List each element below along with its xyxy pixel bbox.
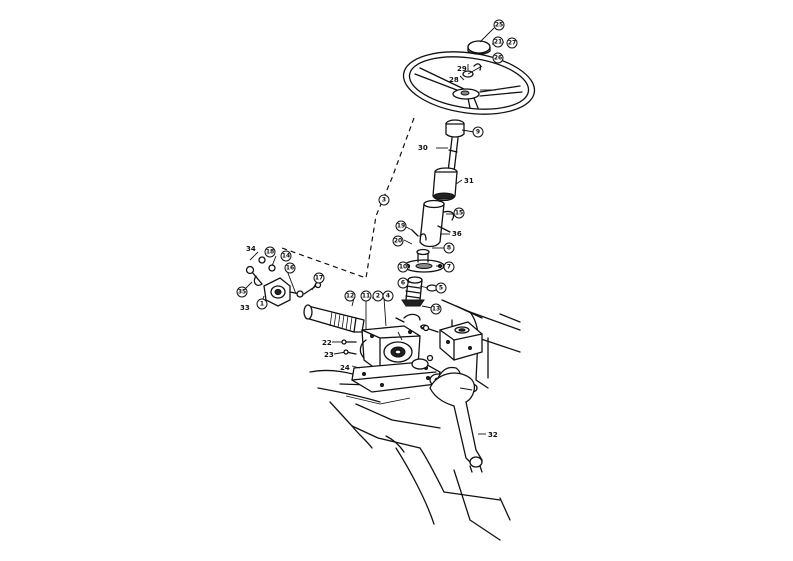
svg-text:35: 35: [238, 289, 246, 296]
label-31: 31: [464, 177, 474, 185]
column-flange: [403, 248, 445, 273]
svg-text:17: 17: [315, 275, 323, 282]
assembly-dashed-line: [281, 117, 415, 279]
svg-text:12: 12: [346, 293, 354, 300]
svg-text:7: 7: [447, 264, 451, 271]
callout-3: 3: [378, 194, 390, 206]
label-29: 29: [457, 65, 467, 73]
callout-13: 13: [430, 303, 442, 315]
callout-14: 14: [280, 250, 292, 262]
svg-text:8: 8: [447, 245, 451, 252]
svg-text:11: 11: [362, 293, 370, 300]
worm-shaft: [303, 304, 365, 333]
svg-text:13: 13: [432, 306, 440, 313]
callout-15: 15: [453, 207, 465, 219]
callout-2: 2: [372, 290, 384, 302]
callout-9: 9: [472, 126, 484, 138]
steering-column: [411, 119, 465, 248]
svg-text:10: 10: [399, 264, 407, 271]
bearing-cap: [245, 256, 322, 307]
callout-19: 19: [395, 220, 407, 232]
callout-12: 12: [344, 290, 356, 302]
callout-18: 18: [264, 246, 276, 258]
callouts: 25 27 26 21 9 3 15 19 20 8 7 10 6 5 13 4…: [236, 19, 518, 315]
label-22: 22: [322, 339, 332, 347]
callout-26: 26: [492, 52, 504, 64]
callout-4: 4: [382, 290, 394, 302]
drag-link: [429, 372, 483, 473]
label-34: 34: [246, 245, 256, 253]
wheel-cap: [467, 40, 491, 55]
callout-27: 27: [506, 37, 518, 49]
label-23: 23: [324, 351, 334, 359]
label-24: 24: [340, 364, 350, 372]
svg-text:18: 18: [266, 249, 274, 256]
svg-text:16: 16: [286, 265, 294, 272]
callout-16: 16: [284, 262, 296, 274]
svg-text:21: 21: [494, 39, 502, 46]
svg-text:5: 5: [439, 285, 443, 292]
label-36: 36: [452, 230, 462, 238]
label-28: 28: [449, 76, 459, 84]
svg-text:26: 26: [494, 55, 502, 62]
svg-text:27: 27: [508, 40, 516, 47]
callout-17: 17: [313, 272, 325, 284]
part-labels: 34 33 30 31 36 29 28 22 23 24 32: [240, 65, 498, 439]
label-30: 30: [418, 144, 428, 152]
svg-text:3: 3: [382, 197, 386, 204]
label-32: 32: [488, 431, 498, 439]
svg-text:6: 6: [401, 280, 405, 287]
svg-text:19: 19: [397, 223, 405, 230]
hardware-bolts: [341, 324, 434, 362]
callout-35: 35: [236, 286, 248, 298]
callout-8: 8: [443, 242, 455, 254]
gear-housing: [351, 325, 441, 393]
svg-text:15: 15: [455, 210, 463, 217]
svg-text:25: 25: [495, 22, 503, 29]
callout-6: 6: [397, 277, 409, 289]
callout-20: 20: [392, 235, 404, 247]
steering-wheel: [402, 51, 536, 115]
callout-25: 25: [493, 19, 505, 31]
callout-21: 21: [492, 36, 504, 48]
callout-11: 11: [360, 290, 372, 302]
callout-10: 10: [397, 261, 409, 273]
svg-text:9: 9: [476, 129, 480, 136]
svg-text:4: 4: [386, 293, 390, 300]
callout-1: 1: [256, 298, 268, 310]
steering-block: [420, 319, 483, 361]
svg-text:14: 14: [282, 253, 290, 260]
callout-5: 5: [435, 282, 447, 294]
svg-text:20: 20: [394, 238, 402, 245]
label-33: 33: [240, 304, 250, 312]
svg-text:1: 1: [260, 301, 264, 308]
callout-7: 7: [443, 261, 455, 273]
svg-text:2: 2: [376, 293, 380, 300]
